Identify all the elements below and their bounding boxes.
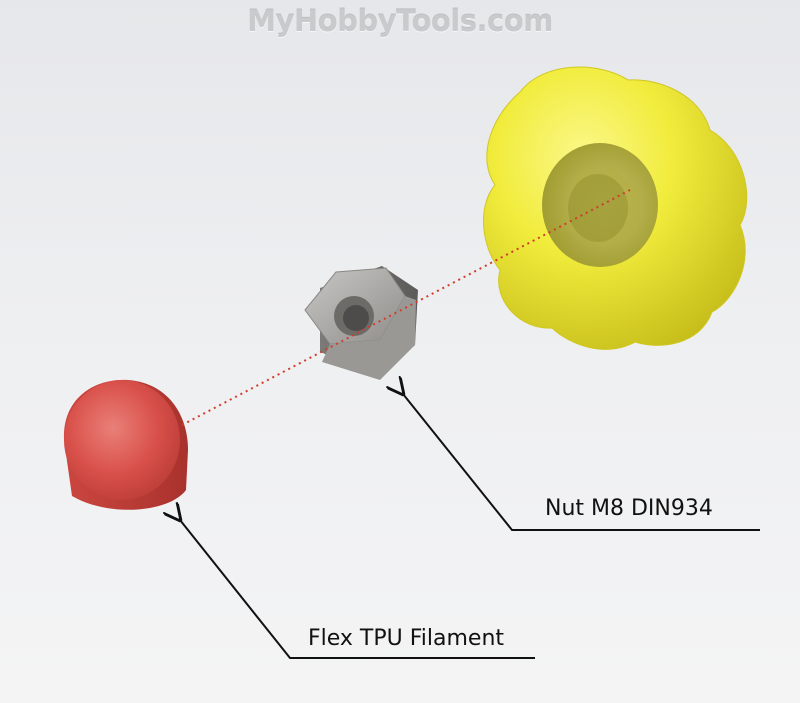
- nut-leader-arrow: [403, 394, 760, 531]
- watermark-text: MyHobbyTools.com: [247, 4, 553, 38]
- red-tpu-cap: [63, 379, 188, 510]
- hex-nut: [304, 266, 418, 380]
- cap-leader-arrow: [180, 520, 535, 659]
- yellow-knob: [483, 66, 748, 350]
- cap-label: Flex TPU Filament: [308, 626, 505, 651]
- nut-label: Nut M8 DIN934: [545, 496, 713, 521]
- assembly-axis-line: [181, 189, 631, 426]
